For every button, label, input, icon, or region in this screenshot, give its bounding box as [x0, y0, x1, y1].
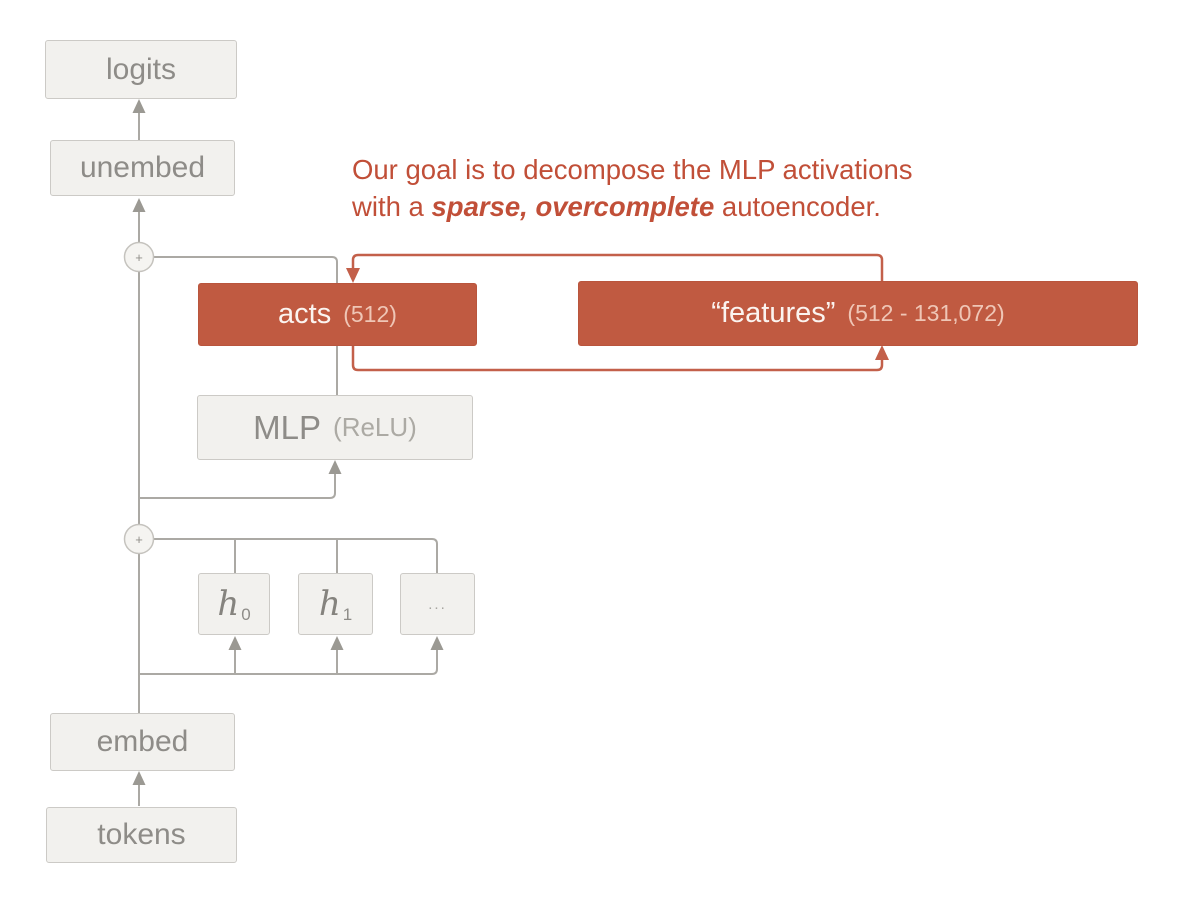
acts-dimension-detail: (512)	[343, 301, 397, 327]
goal-annotation-line2: with a sparse, overcomplete autoencoder.	[352, 188, 913, 225]
mlp-output-line	[154, 256, 338, 395]
attention-head-0-box: h 0	[198, 573, 270, 635]
attention-head-more-label: ...	[428, 595, 447, 613]
acts-box: acts (512)	[198, 283, 477, 346]
residual-add-top: +	[123, 241, 155, 273]
heads-input-arrow-head-hdots	[430, 636, 444, 650]
heads-input-arrow-head-h0	[228, 636, 242, 650]
residual-add-bottom-plus: +	[135, 532, 143, 547]
heads-input-arrow-head-h1	[330, 636, 344, 650]
unembed-label: unembed	[79, 151, 206, 184]
mlp-input-line	[139, 472, 336, 499]
attention-head-0-label: h	[217, 584, 240, 624]
heads-output-bus	[154, 538, 438, 573]
autoencoder-decoder-line	[351, 253, 884, 282]
logits-label: logits	[105, 52, 177, 86]
features-box: “features” (512 - 131,072)	[578, 281, 1138, 346]
attention-head-1-subscript: 1	[342, 605, 353, 624]
mlp-label: MLP	[253, 408, 322, 446]
mlp-box: MLP (ReLU)	[197, 395, 473, 460]
goal-annotation-line1-text: Our goal is to decompose the MLP activat…	[352, 154, 913, 185]
goal-annotation-line2-emphasis: sparse, overcomplete	[431, 191, 715, 222]
logits-box: logits	[45, 40, 237, 99]
arrow-add-to-unembed-head	[132, 198, 146, 212]
arrow-tokens-to-embed-head	[132, 771, 146, 785]
attention-head-more-box: ...	[400, 573, 475, 635]
goal-annotation: Our goal is to decompose the MLP activat…	[352, 151, 913, 225]
heads-input-bus	[139, 648, 438, 675]
tokens-box: tokens	[46, 807, 237, 863]
attention-head-0-subscript: 0	[241, 605, 251, 624]
autoencoder-encoder-arrow-head	[875, 345, 889, 360]
acts-label: acts	[278, 298, 332, 330]
attention-head-1-box: h 1	[298, 573, 373, 635]
goal-annotation-line1: Our goal is to decompose the MLP activat…	[352, 151, 913, 188]
residual-add-top-plus: +	[135, 250, 143, 265]
autoencoder-encoder-line	[351, 346, 884, 372]
mlp-input-arrow-head	[328, 460, 342, 474]
embed-box: embed	[50, 713, 235, 771]
goal-annotation-line2-post: autoencoder.	[714, 191, 881, 222]
attention-head-1-label: h	[318, 584, 341, 624]
features-dimension-detail: (512 - 131,072)	[847, 300, 1005, 326]
arrow-unembed-to-logits-head	[132, 99, 146, 113]
goal-annotation-line2-pre: with a	[352, 191, 432, 222]
residual-add-bottom: +	[123, 523, 155, 555]
mlp-activation-detail: (ReLU)	[333, 412, 417, 442]
unembed-box: unembed	[50, 140, 235, 196]
features-label: “features”	[711, 297, 836, 329]
tokens-label: tokens	[97, 818, 186, 851]
embed-label: embed	[96, 725, 189, 758]
autoencoder-decoder-arrow-head	[346, 268, 360, 283]
